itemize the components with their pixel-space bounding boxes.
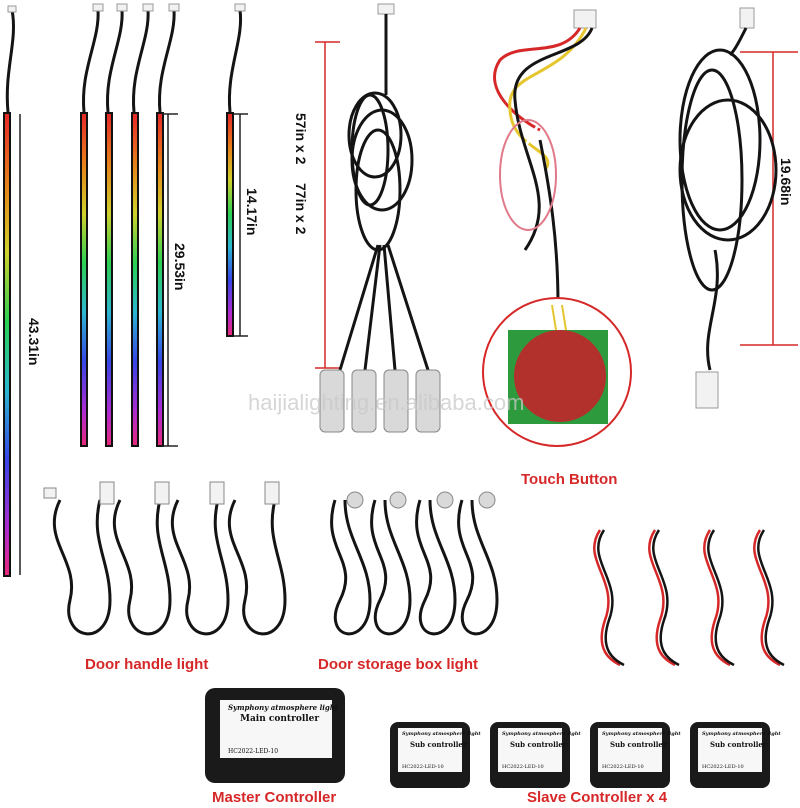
sub-box-2-line2: Sub controller [510,740,567,749]
master-box-code: HC2022-LED-10 [228,748,279,755]
touch-button-image [482,297,632,447]
sub-box-4-line1: Symphony atmosphere light [702,731,781,737]
sub-box-4-code: HC2022-LED-10 [702,764,744,770]
sub-box-1-code: HC2022-LED-10 [402,764,444,770]
led-strip-mid-1 [80,3,104,447]
led-strip-mid-4 [156,3,180,447]
led-strip-short [226,3,246,337]
led-strip-mid-3 [131,3,154,447]
watermark: haijialighting.en.alibaba.com [248,390,525,415]
touch-button-harness [493,9,597,306]
led-strip-mid-2 [105,3,128,447]
sub-box-2-code: HC2022-LED-10 [502,764,544,770]
master-box-line2: Main controller [240,714,320,724]
door-handle-caption: Door handle light [85,656,209,673]
door-storage-leds [346,491,496,509]
master-box-line1: Symphony atmosphere light [228,703,339,712]
extension-cable [678,7,778,409]
right-cable-length: 19.68in [778,158,794,206]
slave-controller-boxes [390,722,770,788]
door-storage-lights [330,499,499,636]
sub-box-2-line1: Symphony atmosphere light [502,731,581,737]
cable-length-b: 77in x 2 [293,183,309,235]
dimension-lines [19,113,248,575]
sub-box-3-line1: Symphony atmosphere light [602,731,681,737]
door-handle-lights [52,499,287,636]
power-wire-pairs [593,529,785,667]
touch-button-caption: Touch Button [521,471,618,488]
door-storage-caption: Door storage box light [318,656,479,673]
sub-box-3-code: HC2022-LED-10 [602,764,644,770]
mid-strip-length: 29.53in [172,243,188,291]
sub-box-1-line2: Sub controller [410,740,467,749]
master-controller-caption: Master Controller [212,789,337,806]
slave-controller-caption: Slave Controller x 4 [527,789,668,806]
short-strip-length: 14.17in [244,188,260,236]
cable-length-a: 57in x 2 [293,113,309,165]
long-strip-length: 43.31in [26,318,42,366]
led-strip-long [3,5,17,577]
door-handle-connectors [43,481,280,505]
master-controller-box [205,688,345,783]
sub-box-4-line2: Sub controller [710,740,767,749]
sub-box-3-line2: Sub controller [610,740,667,749]
footwell-cable-bundle [319,3,441,433]
sub-box-1-line1: Symphony atmosphere light [402,731,481,737]
